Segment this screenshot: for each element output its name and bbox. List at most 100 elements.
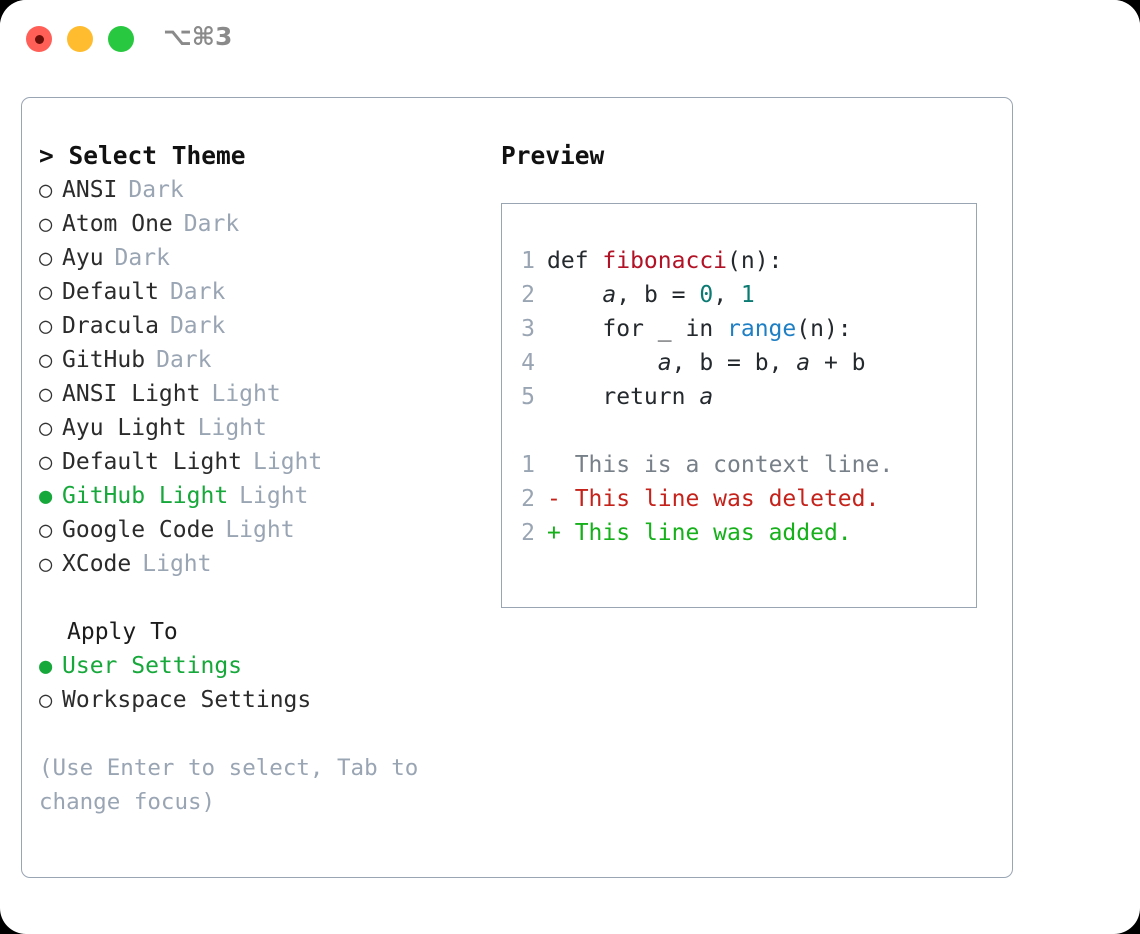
- theme-list-item[interactable]: ○ Ayu Dark: [39, 241, 479, 275]
- minimize-window-button[interactable]: [67, 26, 93, 52]
- radio-unselected-icon[interactable]: ○: [39, 416, 53, 441]
- code-line-text: a, b = 0, 1: [547, 278, 754, 312]
- diff-line: 1 This is a context line.: [513, 448, 970, 482]
- keyboard-hint-text: (Use Enter to select, Tab to change focu…: [39, 755, 432, 815]
- theme-variant-badge: Dark: [114, 245, 170, 271]
- theme-variant-badge: Light: [225, 517, 295, 543]
- theme-name-label: GitHub Light: [62, 483, 229, 509]
- code-token: [547, 350, 658, 376]
- apply-to-options: ● User Settings ○ Workspace Settings: [39, 649, 479, 717]
- apply-to-option-label: User Settings: [62, 653, 243, 679]
- line-number: 1: [521, 452, 535, 478]
- theme-list-item[interactable]: ○ Ayu Light Light: [39, 411, 479, 445]
- radio-unselected-icon[interactable]: ○: [39, 246, 53, 271]
- apply-to-option[interactable]: ● User Settings: [39, 649, 479, 683]
- radio-unselected-icon[interactable]: ○: [39, 518, 53, 543]
- preview-heading: Preview: [501, 141, 605, 170]
- diff-line-text: - This line was deleted.: [547, 482, 879, 516]
- apply-to-option[interactable]: ○ Workspace Settings: [39, 683, 479, 717]
- theme-name-label: XCode: [62, 551, 132, 577]
- maximize-window-button[interactable]: [108, 26, 134, 52]
- radio-unselected-icon[interactable]: ○: [39, 552, 53, 577]
- code-spacer: [513, 414, 970, 448]
- theme-variant-badge: Light: [197, 415, 267, 441]
- radio-selected-icon[interactable]: ●: [39, 484, 53, 509]
- theme-list-item[interactable]: ○ Atom One Dark: [39, 207, 479, 241]
- theme-name-label: GitHub: [62, 347, 146, 373]
- radio-unselected-icon[interactable]: ○: [39, 314, 53, 339]
- theme-variant-badge: Dark: [128, 177, 184, 203]
- diff-marker: +: [547, 520, 561, 546]
- apply-to-section: Apply To ●User Settings○Workspace Settin…: [39, 615, 479, 717]
- theme-name-label: Dracula: [62, 313, 159, 339]
- code-token: range: [727, 316, 797, 342]
- code-token: (n):: [727, 248, 783, 274]
- select-theme-heading: > Select Theme: [39, 141, 246, 170]
- theme-name-label: Ayu: [62, 245, 104, 271]
- code-token: , b = b,: [671, 350, 797, 376]
- diff-line-text: + This line was added.: [547, 516, 852, 550]
- theme-name-label: Ayu Light: [62, 415, 187, 441]
- diff-line: 2 - This line was deleted.: [513, 482, 970, 516]
- code-token: =: [657, 282, 700, 308]
- code-line-text: for _ in range(n):: [547, 312, 852, 346]
- line-number: 2: [521, 282, 535, 308]
- code-line: 3 for _ in range(n):: [513, 312, 970, 346]
- code-token: ,: [616, 282, 644, 308]
- radio-unselected-icon[interactable]: ○: [39, 348, 53, 373]
- line-number: 1: [521, 248, 535, 274]
- close-window-button[interactable]: [26, 26, 52, 52]
- diff-body: This is a context line.: [560, 452, 894, 478]
- radio-unselected-icon[interactable]: ○: [39, 688, 53, 713]
- theme-variant-badge: Light: [142, 551, 212, 577]
- window-controls: [26, 26, 134, 52]
- theme-name-label: ANSI: [62, 177, 118, 203]
- code-token: a: [602, 282, 617, 308]
- code-token: return: [547, 384, 700, 410]
- theme-name-label: Default: [62, 279, 159, 305]
- line-number: 2: [521, 486, 535, 512]
- code-token: (n):: [796, 316, 852, 342]
- theme-name-label: Atom One: [62, 211, 173, 237]
- code-token: ,: [713, 282, 741, 308]
- theme-list-item[interactable]: ○ Default Light Light: [39, 445, 479, 479]
- code-token: a: [699, 384, 714, 410]
- code-token: [547, 282, 602, 308]
- theme-list-item[interactable]: ○ ANSI Dark: [39, 173, 479, 207]
- radio-unselected-icon[interactable]: ○: [39, 280, 53, 305]
- code-line: 2 a, b = 0, 1: [513, 278, 970, 312]
- code-token: for _ in: [547, 316, 728, 342]
- code-token: def: [547, 248, 603, 274]
- code-token: + b: [810, 350, 866, 376]
- diff-marker: [547, 452, 561, 478]
- radio-unselected-icon[interactable]: ○: [39, 212, 53, 237]
- theme-list-item[interactable]: ○ XCode Light: [39, 547, 479, 581]
- theme-name-label: Default Light: [62, 449, 243, 475]
- theme-variant-badge: Light: [211, 381, 281, 407]
- radio-unselected-icon[interactable]: ○: [39, 450, 53, 475]
- diff-line-text: This is a context line.: [547, 448, 894, 482]
- code-line: 5 return a: [513, 380, 970, 414]
- code-token: fibonacci: [602, 248, 728, 274]
- apply-to-option-label: Workspace Settings: [62, 687, 312, 713]
- theme-variant-badge: Dark: [183, 211, 240, 237]
- code-line-text: a, b = b, a + b: [547, 346, 866, 380]
- diff-line: 2+ This line was added.: [513, 516, 970, 550]
- radio-unselected-icon[interactable]: ○: [39, 178, 53, 203]
- theme-variant-badge: Light: [253, 449, 323, 475]
- radio-unselected-icon[interactable]: ○: [39, 382, 53, 407]
- code-line: 1 def fibonacci(n):: [513, 244, 970, 278]
- diff-body: This line was deleted.: [560, 486, 880, 512]
- radio-selected-icon[interactable]: ●: [39, 654, 53, 679]
- keyboard-shortcut-label: ⌥⌘3: [163, 22, 233, 51]
- line-number: 5: [521, 384, 535, 410]
